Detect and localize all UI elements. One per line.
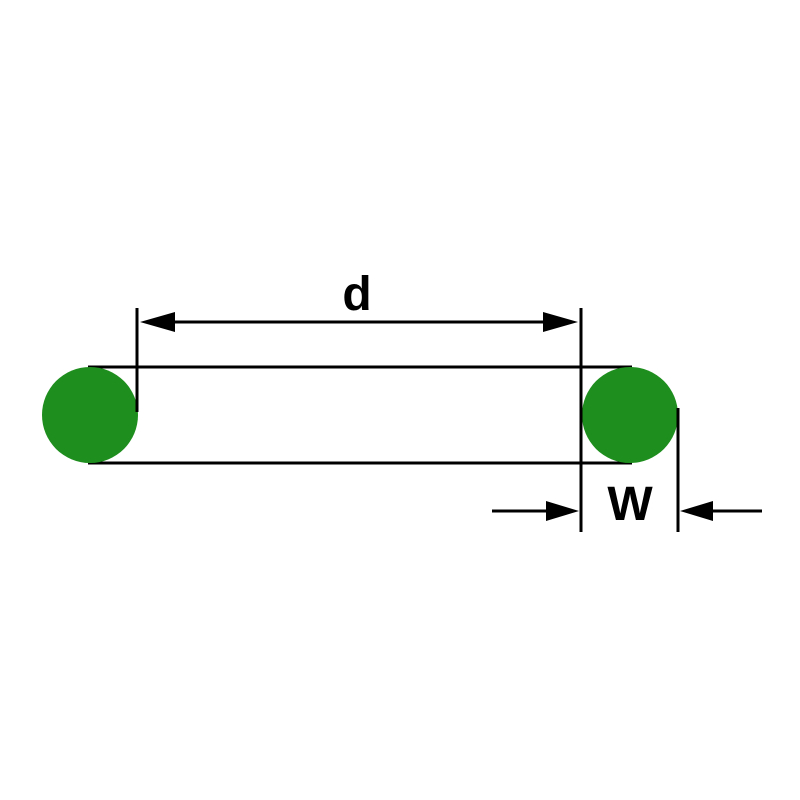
w-dimension-label: W	[607, 478, 653, 531]
d-arrowhead-left	[140, 312, 175, 332]
d-arrowhead-right	[543, 312, 578, 332]
oring-right-cross-section	[582, 367, 678, 463]
d-dimension-label: d	[342, 268, 371, 321]
w-arrowhead-right	[680, 501, 713, 521]
oring-left-cross-section	[42, 367, 138, 463]
w-arrowhead-left	[546, 501, 579, 521]
